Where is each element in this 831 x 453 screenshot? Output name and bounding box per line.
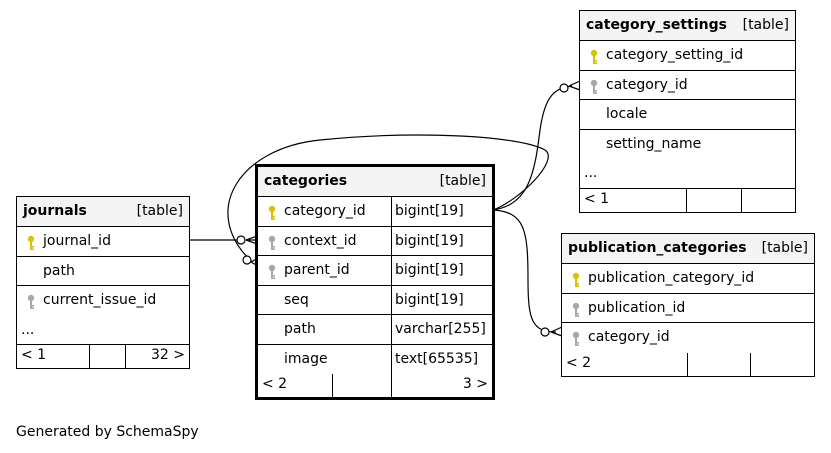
- column-name: current_issue_id: [43, 292, 157, 308]
- column-name: seq: [284, 291, 309, 308]
- column-row[interactable]: image text[65535]: [258, 344, 492, 374]
- table-name: categories: [264, 173, 348, 189]
- parents-count[interactable]: < 1: [584, 190, 610, 207]
- column-row[interactable]: current_issue_id: [17, 286, 189, 316]
- primary-key-icon: [589, 47, 599, 64]
- table-kind: [table]: [439, 173, 486, 189]
- foreign-key-icon: [267, 262, 277, 279]
- journals-footer: < 1 32 >: [17, 345, 189, 368]
- foreign-key-icon: [589, 77, 599, 94]
- rel-end-pubcat-category-id: [540, 327, 550, 337]
- journals-table-header[interactable]: journals [table]: [17, 197, 189, 227]
- column-row[interactable]: publication_id: [562, 294, 814, 323]
- column-name: category_id: [284, 203, 366, 219]
- categories-table[interactable]: categories [table] category_id bigint[19]…: [255, 164, 495, 400]
- rel-categories-category-settings: [492, 85, 573, 211]
- parents-count[interactable]: < 2: [262, 376, 288, 392]
- categories-table-header[interactable]: categories [table]: [258, 167, 492, 197]
- column-name: path: [284, 321, 316, 337]
- column-type: bigint[19]: [391, 226, 492, 255]
- table-name: publication_categories: [568, 240, 747, 256]
- column-type: bigint[19]: [391, 197, 492, 226]
- ellipsis-text: ...: [21, 321, 35, 338]
- column-row[interactable]: setting_name: [580, 130, 795, 160]
- column-row[interactable]: journal_id: [17, 227, 189, 257]
- column-name: path: [43, 262, 75, 279]
- column-row[interactable]: category_setting_id: [580, 41, 795, 71]
- column-row[interactable]: context_id bigint[19]: [258, 226, 492, 256]
- column-type: varchar[255]: [391, 315, 492, 344]
- rel-end-parent-id: [242, 255, 252, 265]
- primary-key-icon: [267, 203, 277, 220]
- table-kind: [table]: [742, 17, 789, 33]
- category-settings-table[interactable]: category_settings [table] category_setti…: [579, 10, 796, 213]
- category-settings-table-header[interactable]: category_settings [table]: [580, 11, 795, 41]
- column-type: text[65535]: [391, 344, 492, 374]
- column-type: bigint[19]: [391, 285, 492, 314]
- column-name: locale: [606, 106, 648, 122]
- rel-end-settings-category-id: [559, 83, 569, 93]
- rel-end-context-id: [236, 235, 246, 245]
- foreign-key-icon: [571, 300, 581, 317]
- parents-count[interactable]: < 1: [21, 347, 47, 363]
- generated-by-credit: Generated by SchemaSpy: [16, 424, 199, 440]
- column-name: journal_id: [43, 233, 111, 249]
- column-name: category_id: [588, 329, 670, 345]
- foreign-key-icon: [571, 329, 581, 346]
- foreign-key-icon: [267, 233, 277, 250]
- more-columns: ...: [17, 316, 189, 345]
- column-row[interactable]: locale: [580, 100, 795, 130]
- primary-key-icon: [571, 270, 581, 287]
- column-name: publication_id: [588, 299, 686, 316]
- column-name: context_id: [284, 232, 357, 249]
- category-settings-footer: < 1: [580, 188, 795, 212]
- table-kind: [table]: [136, 203, 183, 219]
- column-row[interactable]: path: [17, 257, 189, 286]
- table-kind: [table]: [761, 240, 808, 256]
- more-columns: ...: [580, 159, 795, 189]
- table-name: journals: [23, 203, 87, 219]
- column-row[interactable]: category_id: [580, 71, 795, 100]
- publication-categories-footer: < 2: [562, 352, 814, 376]
- column-row[interactable]: category_id bigint[19]: [258, 197, 492, 227]
- column-row[interactable]: publication_category_id: [562, 264, 814, 294]
- column-name: category_setting_id: [606, 47, 744, 63]
- publication-categories-table[interactable]: publication_categories [table] publicati…: [561, 233, 815, 377]
- parents-count[interactable]: < 2: [566, 354, 592, 371]
- column-name: image: [284, 350, 328, 367]
- children-count[interactable]: 32 >: [151, 347, 185, 363]
- publication-categories-table-header[interactable]: publication_categories [table]: [562, 234, 814, 264]
- categories-footer: < 2 3 >: [258, 374, 492, 397]
- column-row[interactable]: category_id: [562, 323, 814, 353]
- table-name: category_settings: [586, 17, 727, 33]
- foreign-key-icon: [26, 292, 36, 309]
- column-row[interactable]: seq bigint[19]: [258, 285, 492, 315]
- column-name: setting_name: [606, 135, 702, 152]
- column-row[interactable]: path varchar[255]: [258, 315, 492, 345]
- primary-key-icon: [26, 233, 36, 250]
- column-name: publication_category_id: [588, 270, 755, 286]
- ellipsis-text: ...: [584, 165, 598, 181]
- categories-columns: category_id bigint[19] context_id bigint[19…: [258, 197, 492, 374]
- column-row[interactable]: parent_id bigint[19]: [258, 256, 492, 286]
- column-name: parent_id: [284, 262, 350, 278]
- column-name: category_id: [606, 76, 688, 93]
- rel-categories-publication-categories: [492, 209, 557, 333]
- column-type: bigint[19]: [391, 256, 492, 285]
- children-count[interactable]: 3 >: [462, 376, 488, 392]
